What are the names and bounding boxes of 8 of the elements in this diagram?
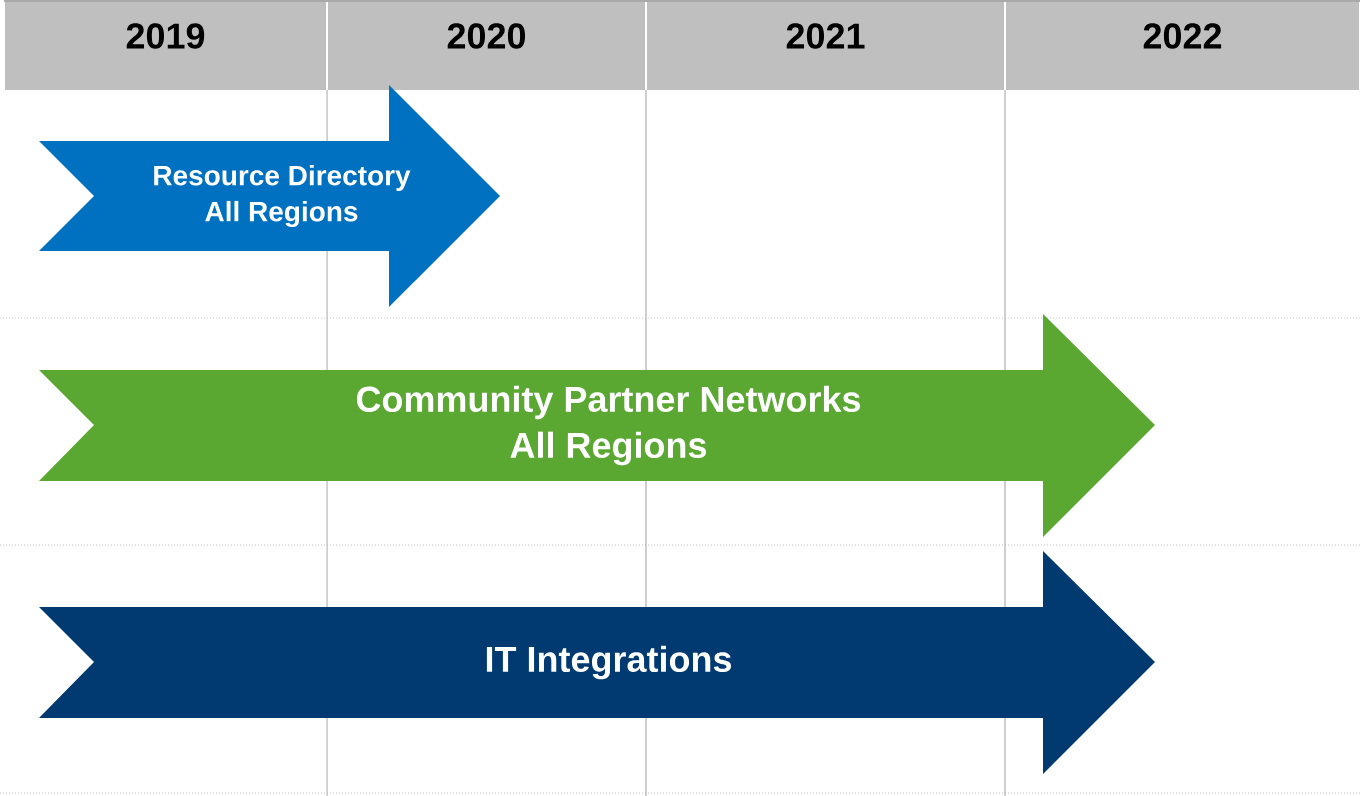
year-header: 2020 [328,2,645,90]
node-label: 2022 [1143,23,1222,49]
year-header: 2022 [1006,2,1359,90]
node-label: 2021 [786,23,865,49]
year-header: 2021 [647,2,1004,90]
node-label: 2020 [447,23,526,49]
node-label: 2019 [126,23,205,49]
year-header: 2019 [5,2,326,90]
